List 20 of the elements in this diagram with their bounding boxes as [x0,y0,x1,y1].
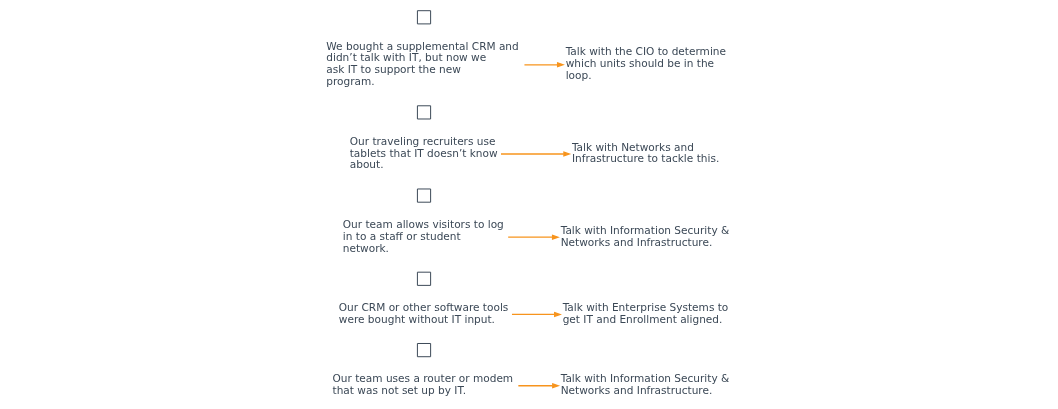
node-box [416,105,432,120]
node-text: Talk with Information Security & Networks and Infrastructure. [560,223,730,248]
node-box [416,271,432,286]
arrow [523,62,565,68]
node-text: Our team allows visitors to log in to a staff or student network. [342,217,504,254]
node-text: We bought a supplemental CRM and didn’t talk with IT, but now we ask IT to support the new program. [326,39,519,88]
node-box [416,343,432,358]
arrow [517,382,561,389]
node-text: Our team uses a router or modem that was not set up by IT. [332,372,514,397]
arrow [500,151,572,157]
arrow [511,311,562,318]
node-text: Our CRM or other software tools were bought without IT input. [338,301,509,325]
node-text: Our traveling recruiters use tablets that IT doesn’t know about. [349,134,498,171]
node-box [416,10,432,25]
node-text: Talk with the CIO to determine which units should be in the loop. [565,45,726,82]
node-text: Talk with Networks and Infrastructure to tackle this. [571,140,720,165]
arrow [507,234,560,240]
node-text: Talk with Enterprise Systems to get IT and Enrollment aligned. [562,301,729,325]
node-text: Talk with Information Security & Networks and Infrastructure. [560,372,730,397]
node-box [416,188,432,203]
